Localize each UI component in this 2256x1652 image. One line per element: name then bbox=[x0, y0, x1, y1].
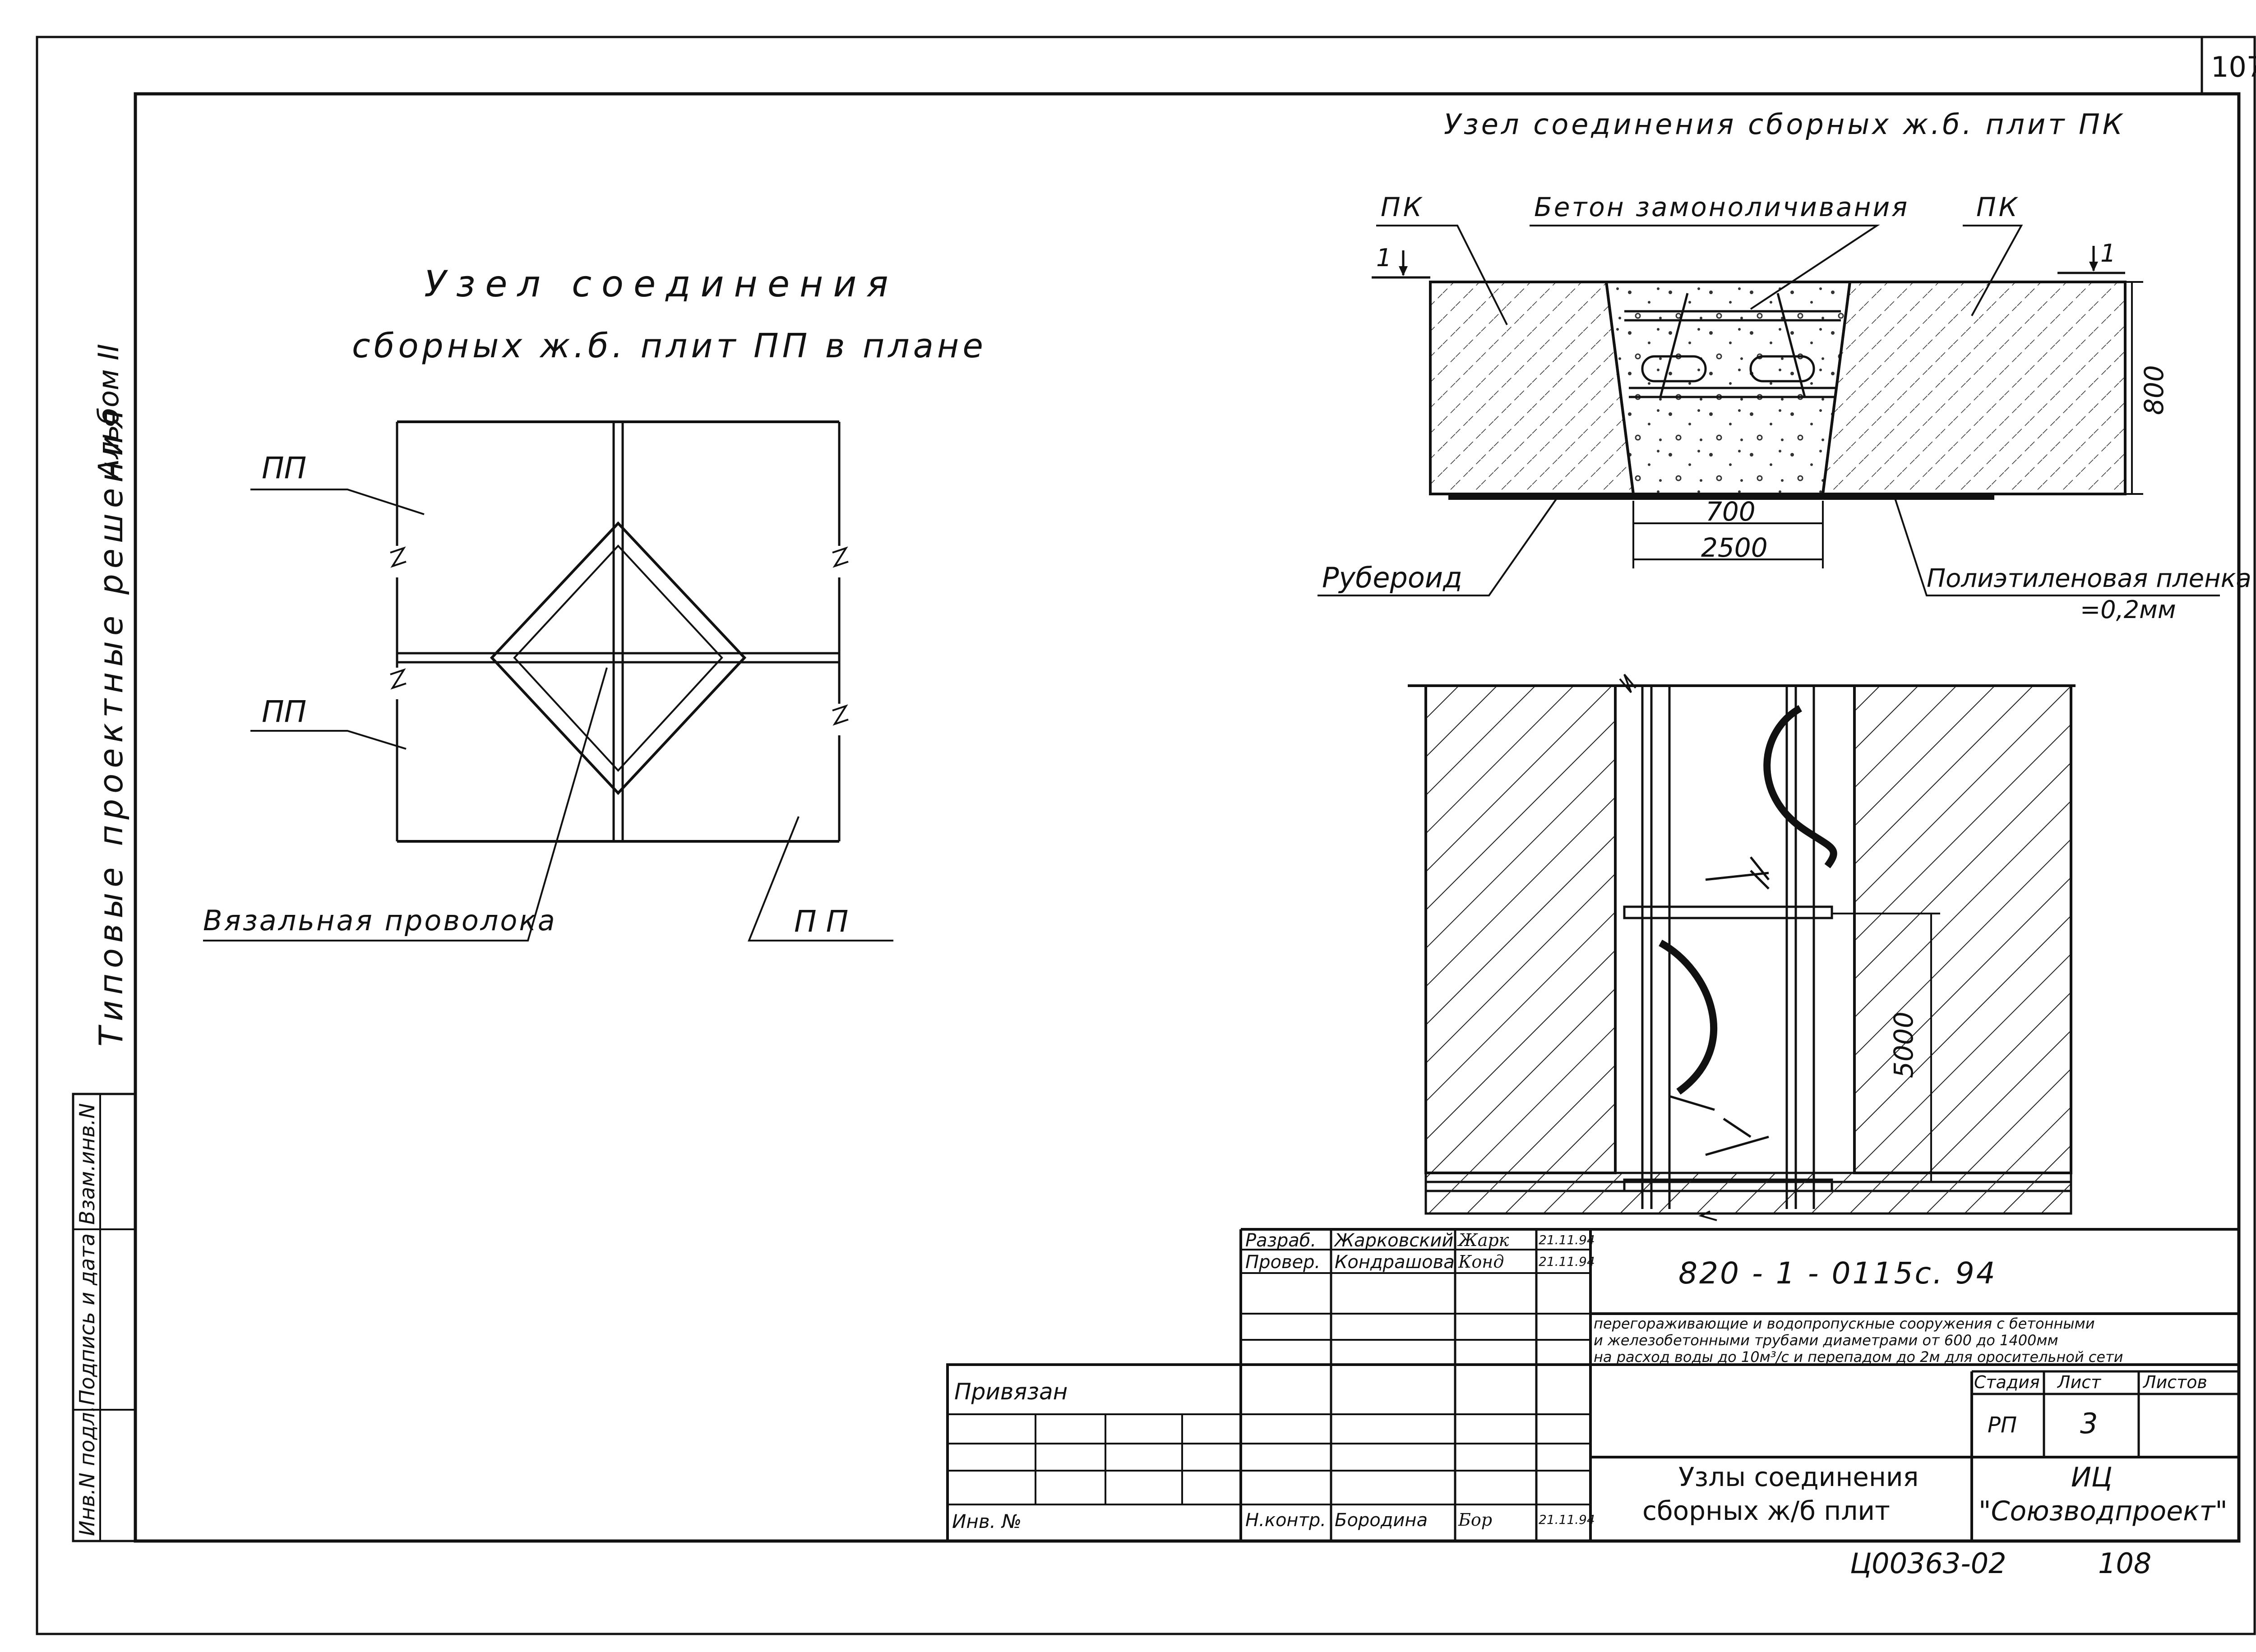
tb-sheet-no: 3 bbox=[2080, 1407, 2098, 1440]
plan-label-pp-mid: ПП bbox=[262, 694, 307, 729]
page-number: 107 bbox=[2211, 51, 2256, 83]
tb-description-0: перегораживающие и водопропускные сооруж… bbox=[1594, 1315, 2095, 1332]
tb-name-1: Кондрашова bbox=[1335, 1252, 1455, 1273]
section-label-pk-left: ПК bbox=[1381, 192, 1424, 222]
tb-inv-label: Инв. № bbox=[952, 1510, 1022, 1532]
series-label: Типовые проектные решения bbox=[92, 404, 130, 1047]
tb-signature-0: Жарк bbox=[1458, 1230, 1509, 1250]
footer-page-ref: 108 bbox=[2098, 1547, 2152, 1580]
tb-org-1: ИЦ bbox=[2071, 1462, 2113, 1493]
section-mark-right: 1 bbox=[2100, 239, 2116, 268]
plan-title-line1: Узел соединения bbox=[424, 263, 898, 305]
plan-label-wire: Вязальная проволока bbox=[203, 904, 557, 937]
tb-sheet-title-1: Узлы соединения bbox=[1678, 1462, 1919, 1492]
section-view-drawing bbox=[1318, 225, 2220, 596]
title-block-lines bbox=[946, 1228, 2240, 1542]
tb-role-1: Провер. bbox=[1245, 1252, 1321, 1273]
tb-name-2: Бородина bbox=[1335, 1510, 1428, 1531]
outer-border bbox=[36, 36, 2256, 1635]
tb-description-2: на расход воды до 10м³/с и перепадом до … bbox=[1594, 1348, 2123, 1366]
plan-label-pp-right: П П bbox=[794, 904, 849, 939]
detail-dim-length: 5000 bbox=[1888, 1011, 1919, 1078]
tb-sheet-title-2: сборных ж/б плит bbox=[1642, 1495, 1890, 1526]
section-dim-height: 800 bbox=[2139, 365, 2169, 415]
section-dim-width: 2500 bbox=[1701, 532, 1768, 563]
side-stamp-replace: Взам.инв.N bbox=[75, 1103, 99, 1225]
tb-signature-2: Бор bbox=[1458, 1510, 1493, 1530]
tb-sheets-header: Листов bbox=[2143, 1372, 2207, 1392]
tb-date-1: 21.11.94 bbox=[1539, 1254, 1595, 1269]
tb-sheet-header: Лист bbox=[2057, 1372, 2101, 1392]
tb-date-2: 21.11.94 bbox=[1539, 1512, 1595, 1527]
tb-bound-label: Привязан bbox=[954, 1379, 1068, 1405]
side-stamp-sign: Подпись и дата bbox=[75, 1233, 99, 1405]
section-label-pk-right: ПК bbox=[1976, 192, 2020, 222]
tb-stage: РП bbox=[1988, 1412, 2017, 1438]
plan-label-pp-top: ПП bbox=[262, 451, 307, 485]
tb-date-0: 21.11.94 bbox=[1539, 1232, 1595, 1247]
side-stamp-strip bbox=[72, 1093, 137, 1542]
plan-view-drawing bbox=[203, 420, 893, 941]
tb-role-2: Н.контр. bbox=[1245, 1510, 1326, 1531]
tb-stage-header: Стадия bbox=[1974, 1372, 2040, 1392]
section-label-ruberoid: Рубероид bbox=[1322, 561, 1462, 594]
section-title: Узел соединения сборных ж.б. плит ПК bbox=[1444, 108, 2125, 141]
section-mark-left: 1 bbox=[1376, 244, 1392, 272]
section-label-concrete: Бетон замоноличивания bbox=[1534, 192, 1909, 222]
tb-signature-1: Конд bbox=[1458, 1252, 1504, 1272]
side-stamp-inv: Инв.N подл. bbox=[75, 1405, 99, 1536]
tb-name-0: Жарковский bbox=[1335, 1230, 1454, 1251]
tb-doc-code: 820 - 1 - 0115с. 94 bbox=[1678, 1256, 1997, 1291]
tb-role-0: Разраб. bbox=[1245, 1230, 1317, 1251]
section-label-film: Полиэтиленовая пленка bbox=[1927, 564, 2251, 593]
plan-title-line2: сборных ж.б. плит ПП в плане bbox=[352, 327, 987, 365]
section-label-film-thickness: =0,2мм bbox=[2080, 595, 2176, 624]
section-dim-joint: 700 bbox=[1706, 496, 1756, 527]
tb-org-2: "Союзводпроект" bbox=[1979, 1495, 2228, 1527]
footer-stamp-code: Ц00363-02 bbox=[1850, 1547, 2006, 1580]
detail-view-drawing bbox=[1408, 674, 2076, 1221]
tb-description-1: и железобетонными трубами диаметрами от … bbox=[1594, 1332, 2058, 1349]
